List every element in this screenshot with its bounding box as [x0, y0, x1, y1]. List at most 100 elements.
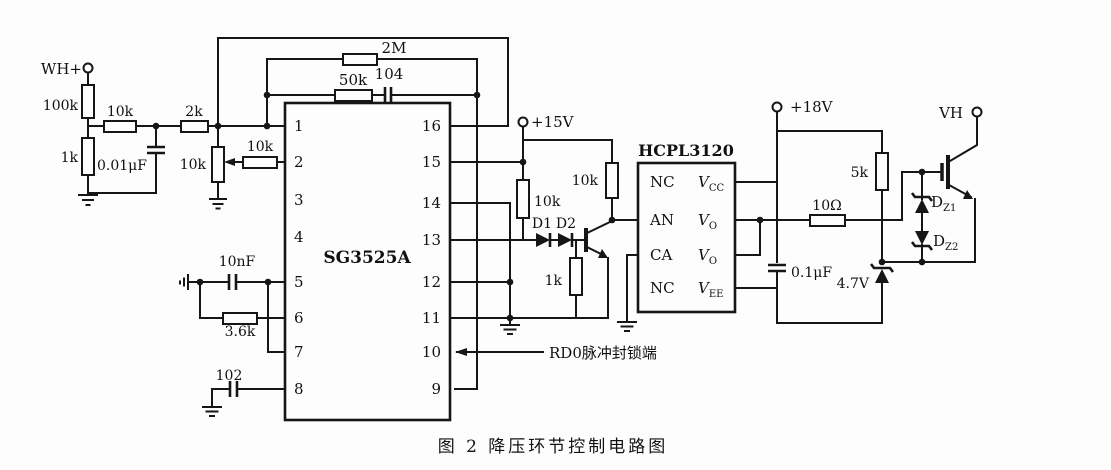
c10nf-label: 10nF: [219, 254, 256, 270]
sg3525a-pin-numbers: 1 2 3 4 5 6 7 8 16 15 14 13 12 11 10 9: [294, 117, 441, 398]
resistor-10k-wiper: [242, 156, 278, 169]
wires-oscillator: [187, 281, 286, 408]
terminal-vh: [971, 106, 983, 118]
resistor-10k-top: [103, 120, 137, 133]
r36k-label: 3.6k: [225, 324, 256, 340]
r10k-b-label: 10k: [572, 173, 599, 189]
vh-label: VH: [938, 104, 963, 122]
r2m-label: 2M: [382, 39, 407, 57]
diode-d2: [558, 233, 574, 247]
resistor-100k: [81, 84, 95, 119]
dz1-label: DZ1: [931, 193, 956, 214]
resistor-5k: [875, 152, 889, 191]
resistor-3p6k: [222, 312, 258, 325]
wires-driver-stage: [449, 125, 614, 353]
capacitor-0p01uf: [147, 145, 165, 155]
capacitor-102: [228, 381, 239, 397]
junction-dots: [152, 91, 926, 322]
r1k-label: 1k: [61, 150, 79, 166]
pot-label: 10k: [180, 157, 207, 173]
terminal-wh: [82, 62, 94, 74]
r10k-a-label: 10k: [534, 194, 561, 210]
svg-text:15: 15: [422, 153, 441, 171]
terminal-18v: [771, 101, 783, 113]
r10ohm-label: 10Ω: [812, 198, 841, 214]
svg-text:VCC: VCC: [698, 173, 724, 194]
svg-text:3: 3: [294, 191, 304, 209]
svg-text:VEE: VEE: [698, 279, 723, 300]
dz2-label: DZ2: [933, 232, 958, 253]
v18-label: +18V: [790, 98, 834, 116]
svg-text:CA: CA: [650, 246, 672, 264]
c001-label: 0.01μF: [97, 158, 147, 174]
wiper-arrow: [224, 158, 235, 166]
wh-label: WH+: [41, 60, 82, 78]
svg-text:9: 9: [431, 380, 441, 398]
wires-left-input: [87, 71, 286, 200]
zener-dz1: [910, 192, 934, 213]
rd0-text: RD0脉冲封锁端: [549, 344, 657, 362]
ground-output-bus: [500, 324, 520, 335]
resistor-10k-a: [516, 179, 530, 219]
capacitor-0p1uf: [768, 263, 786, 273]
svg-text:10: 10: [422, 343, 441, 361]
v15-label: +15V: [531, 113, 575, 131]
z47-label: 4.7V: [837, 276, 870, 292]
d1-label: D1: [532, 216, 552, 232]
r5k-label: 5k: [851, 165, 869, 181]
resistor-2m: [342, 53, 378, 66]
svg-text:NC: NC: [650, 279, 675, 297]
ground-input: [78, 194, 98, 206]
resistor-1k-input: [81, 137, 95, 176]
hcpl3120-pin-labels: NC AN CA NC VCC VO VO VEE: [649, 173, 724, 300]
zener-4p7v: [869, 263, 895, 283]
resistor-10ohm: [809, 214, 846, 227]
zener-dz2: [910, 231, 934, 251]
svg-text:1: 1: [294, 117, 304, 135]
sg3525a-name: SG3525A: [323, 248, 411, 268]
ground-osc-side: [179, 274, 189, 290]
figure-caption: 图 2 降压环节控制电路图: [438, 437, 669, 457]
r10k-wiper-label: 10k: [247, 139, 274, 155]
ground-pot: [209, 198, 227, 210]
ground-ca: [617, 321, 637, 332]
wires-feedback-loop: [217, 37, 509, 390]
svg-text:11: 11: [422, 309, 441, 327]
svg-text:6: 6: [294, 309, 304, 327]
r1k-base-label: 1k: [545, 273, 563, 289]
capacitor-104: [383, 87, 393, 103]
npn-transistor: [584, 228, 608, 258]
svg-text:16: 16: [422, 117, 441, 135]
svg-text:8: 8: [294, 380, 304, 398]
resistor-1k-base: [569, 257, 583, 296]
d2-label: D2: [556, 216, 576, 232]
svg-text:AN: AN: [649, 211, 674, 229]
c01-label: 0.1μF: [791, 265, 832, 281]
r100k-label: 100k: [43, 98, 79, 114]
r10k-top-label: 10k: [107, 104, 134, 120]
potentiometer-10k: [211, 146, 225, 183]
svg-text:5: 5: [294, 273, 304, 291]
resistor-10k-b: [605, 162, 619, 199]
r50k-label: 50k: [339, 71, 368, 89]
svg-text:12: 12: [422, 273, 441, 291]
svg-text:2: 2: [294, 153, 304, 171]
svg-text:14: 14: [422, 194, 441, 212]
c102-label: 102: [216, 368, 243, 384]
igbt-transistor: [940, 155, 973, 199]
wires-output-stage: [759, 110, 978, 324]
svg-text:VO: VO: [698, 246, 717, 267]
r2k-label: 2k: [185, 104, 203, 120]
ground-102: [202, 406, 222, 417]
hcpl3120-name: HCPL3120: [638, 141, 734, 160]
svg-text:VO: VO: [698, 211, 717, 232]
capacitor-10nf: [227, 274, 238, 290]
resistor-2k: [180, 120, 209, 133]
svg-text:NC: NC: [650, 173, 675, 191]
diode-d1: [536, 233, 552, 247]
rd0-arrow: [455, 348, 467, 356]
wires-optocoupler: [611, 181, 778, 323]
svg-text:4: 4: [294, 228, 304, 246]
